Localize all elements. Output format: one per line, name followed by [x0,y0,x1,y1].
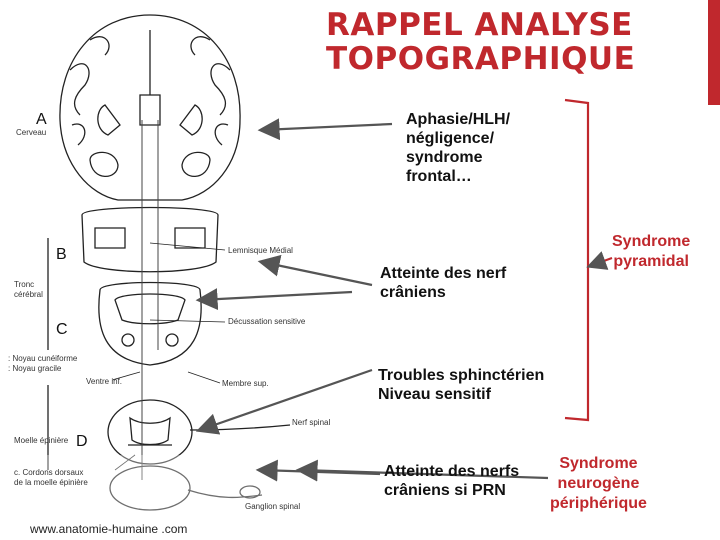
label-nerf-spinal: Nerf spinal [292,418,331,427]
brain-gyri-left [69,36,110,146]
title-line-1: RAPPEL ANALYSE [326,7,633,43]
leader-membre [187,371,221,384]
label-cerveau: Cerveau [16,128,47,137]
spinal-cord-lower [109,465,191,511]
leader-ventre [111,371,141,381]
letter-c: C [56,321,68,338]
brain-ventricle-left [97,104,121,136]
brain-thalamus-left [89,151,119,178]
brain-midline [139,30,161,126]
label-ventre: Ventre inf. [86,377,123,386]
annotation-aphasie: Aphasie/HLH/ négligence/ syndrome fronta… [406,111,511,185]
annotation-nerfs: Atteinte des nerf crâniens [380,265,507,301]
brainstem-b [81,206,219,273]
medulla-c-inner [114,293,186,325]
brain-thalamus-right [181,151,211,178]
label-ganglion: Ganglion spinal [245,502,301,511]
bracket [564,98,590,422]
arrow-pyramidal [586,251,613,270]
label-lemnisque: Lemnisque Médial [228,246,293,255]
annotation-nerfs-prn: Atteinte des nerfs crâniens si PRN [384,463,520,499]
label-decussation: Décussation sensitive [228,317,306,326]
label-membre: Membre sup. [222,379,269,388]
annotation-neurogene: Syndrome neurogène périphérique [550,455,647,512]
label-tronc: Tronc cérébral [14,280,43,299]
spinal-ganglion [239,485,261,499]
annotation-troubles: Troubles sphinctérien Niveau sensitif [378,367,545,403]
credit-text: www.anatomie-humaine .com [30,522,188,536]
label-noyaux: : Noyau cunéiforme : Noyau gracile [8,354,78,373]
sensory-pathway [141,120,159,480]
arrow-neurogene [295,459,549,482]
spinal-cord-d [107,399,193,465]
brain-section [59,14,241,201]
arrow-nerfs [257,254,373,287]
arrow-prn [255,459,381,482]
annotation-pyramidal: Syndrome pyramidal [612,233,691,270]
nucleus-circle-2 [165,333,179,347]
arrow-aphasie [257,118,393,141]
brain-ventricle-right [179,104,203,136]
leader-decussation [149,319,226,323]
medulla-c [98,281,202,366]
leader-lemnisque [149,242,226,251]
spinal-gray-matter [128,416,172,446]
slide-title: RAPPEL ANALYSE TOPOGRAPHIQUE [326,8,635,76]
brain-gyri-right [190,36,231,146]
label-cordons: c. Cordons dorsaux de la moelle épinière [14,468,88,487]
accent-bar [708,0,720,105]
letter-b: B [56,246,67,263]
label-moelle: Moelle épinière [14,436,69,445]
arrow-troubles [195,368,373,435]
letter-d: D [76,433,88,450]
letter-a: A [36,111,47,128]
arrow-nerfs-bottom [195,288,353,311]
title-line-2: TOPOGRAPHIQUE [326,41,636,77]
leader-cordons [114,454,136,471]
nucleus-circle-1 [121,333,135,347]
